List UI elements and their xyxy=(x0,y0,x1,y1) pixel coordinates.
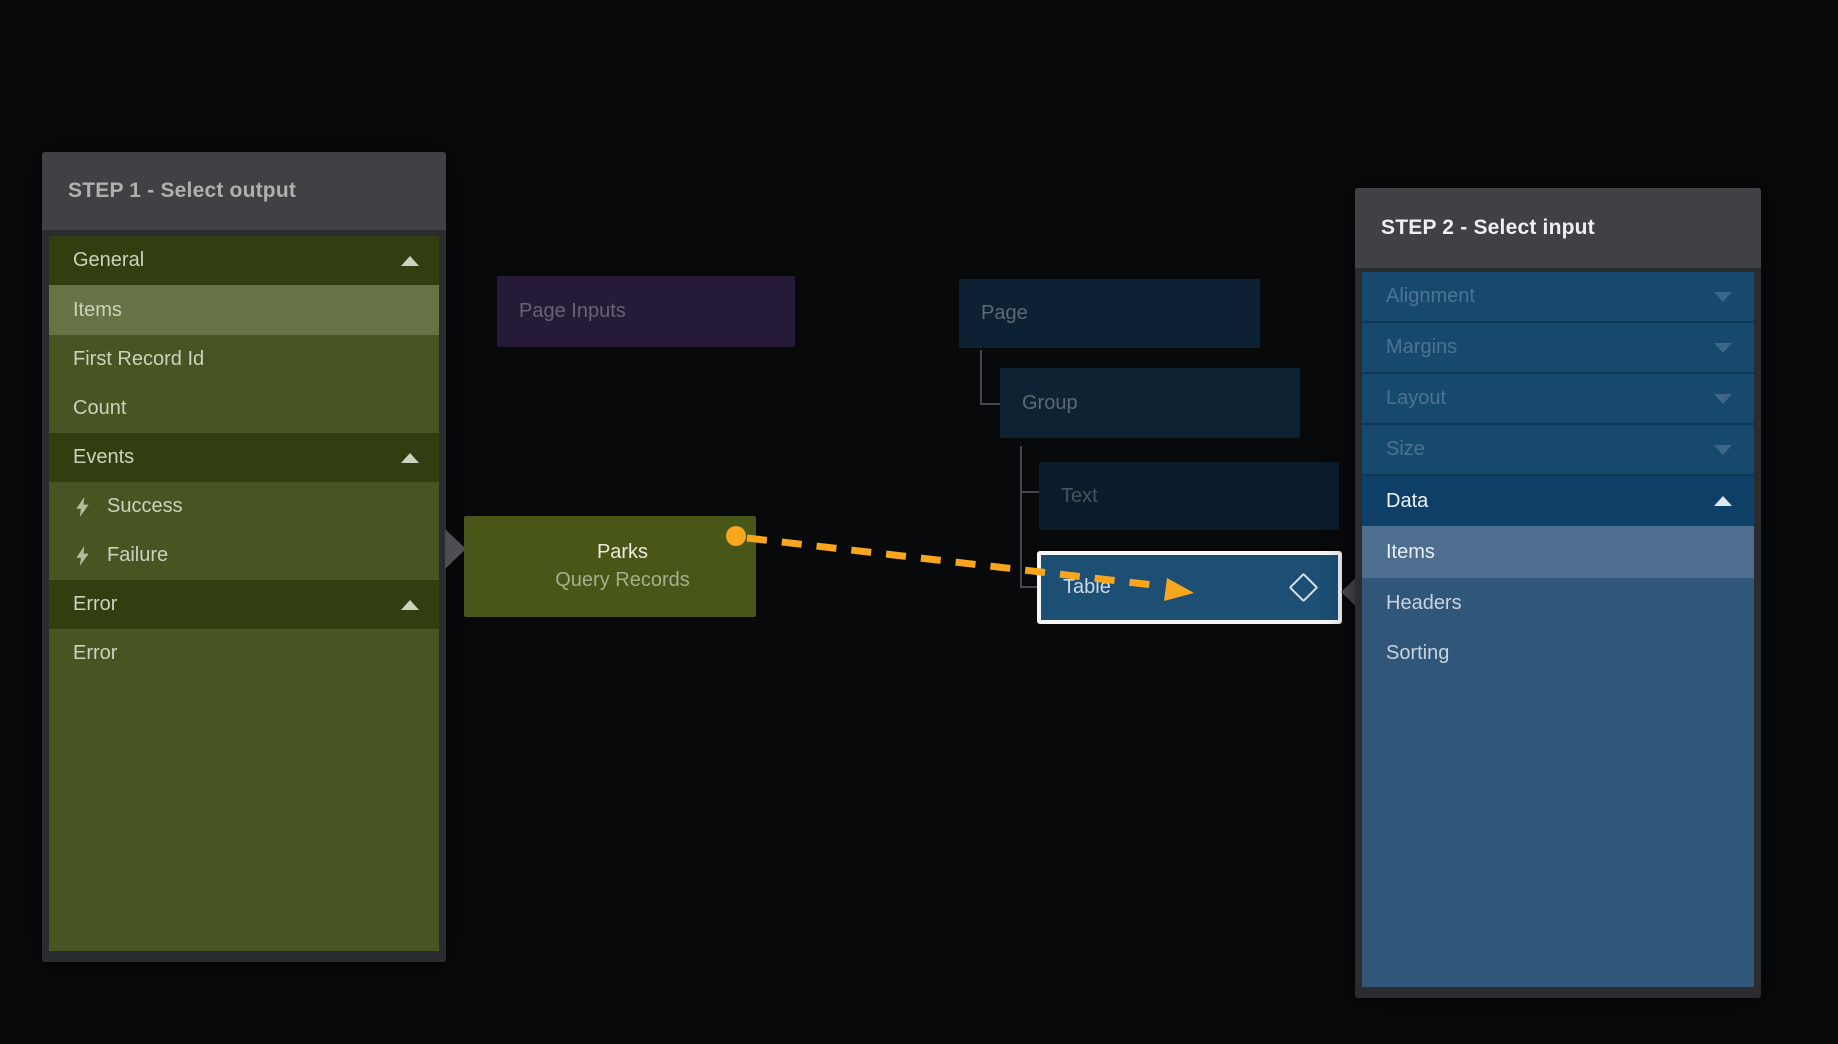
step1-panel: STEP 1 - Select output General Items Fir… xyxy=(42,152,446,962)
source-name: Parks xyxy=(596,541,649,563)
output-section-label: General xyxy=(73,249,145,271)
output-option-label: First Record Id xyxy=(73,348,205,370)
output-section-events[interactable]: Events xyxy=(49,433,439,482)
input-option-label: Headers xyxy=(1386,591,1462,614)
tree-line xyxy=(1020,446,1022,588)
chevron-down-icon xyxy=(1714,291,1732,302)
tree-line xyxy=(1020,586,1037,588)
output-section-label: Events xyxy=(73,446,135,468)
step1-output-list: General Items First Record Id Count Even… xyxy=(49,236,439,951)
output-option-success[interactable]: Success xyxy=(49,482,439,531)
input-option-label: Items xyxy=(1386,540,1435,563)
lightning-icon xyxy=(76,545,89,566)
input-section-alignment[interactable]: Alignment xyxy=(1362,272,1754,323)
output-section-error[interactable]: Error xyxy=(49,580,439,629)
input-option-sorting[interactable]: Sorting xyxy=(1362,628,1754,678)
output-section-label: Error xyxy=(73,593,118,615)
step1-header: STEP 1 - Select output xyxy=(42,152,446,230)
chevron-down-icon xyxy=(1714,393,1732,404)
output-option-label: Count xyxy=(73,397,127,419)
chevron-up-icon xyxy=(401,452,419,463)
step2-input-list: Alignment Margins Layout Size Data Items xyxy=(1362,272,1754,987)
node-label: Table xyxy=(1063,576,1111,598)
chevron-up-icon xyxy=(401,255,419,266)
input-option-headers[interactable]: Headers xyxy=(1362,578,1754,628)
node-label: Page Inputs xyxy=(519,300,626,322)
lightning-icon xyxy=(76,496,89,517)
step2-title: STEP 2 - Select input xyxy=(1381,216,1595,239)
input-section-label: Size xyxy=(1386,438,1425,460)
output-option-label: Success xyxy=(107,495,183,517)
node-parks-query-records[interactable]: Parks Query Records xyxy=(464,516,756,617)
chevron-down-icon xyxy=(1714,342,1732,353)
tree-line xyxy=(1020,491,1039,493)
output-option-first-record-id[interactable]: First Record Id xyxy=(49,335,439,384)
source-action: Query Records xyxy=(555,569,690,591)
output-section-general[interactable]: General xyxy=(49,236,439,285)
node-page[interactable]: Page xyxy=(959,279,1260,348)
step1-title: STEP 1 - Select output xyxy=(68,179,297,202)
input-section-size[interactable]: Size xyxy=(1362,425,1754,476)
node-page-inputs[interactable]: Page Inputs xyxy=(497,276,795,347)
chevron-down-icon xyxy=(1714,444,1732,455)
node-text[interactable]: Text xyxy=(1039,462,1339,530)
input-section-label: Data xyxy=(1386,489,1429,512)
node-label: Text xyxy=(1061,484,1098,507)
output-option-label: Items xyxy=(73,298,122,321)
node-group[interactable]: Group xyxy=(1000,368,1300,438)
tree-line xyxy=(980,403,1000,405)
output-option-label: Error xyxy=(73,642,118,664)
node-label: Group xyxy=(1022,391,1078,414)
output-option-items[interactable]: Items xyxy=(49,285,439,335)
node-label: Page xyxy=(981,302,1028,324)
diamond-icon xyxy=(1288,572,1319,602)
input-section-label: Margins xyxy=(1386,336,1458,358)
tree-line xyxy=(980,350,982,405)
step1-pointer-arrow xyxy=(445,529,466,569)
step2-panel: STEP 2 - Select input Alignment Margins … xyxy=(1355,188,1761,998)
chevron-up-icon xyxy=(1714,496,1732,506)
output-option-failure[interactable]: Failure xyxy=(49,531,439,580)
input-section-label: Alignment xyxy=(1386,285,1475,307)
input-section-layout[interactable]: Layout xyxy=(1362,374,1754,425)
input-option-label: Sorting xyxy=(1386,641,1450,664)
input-section-data[interactable]: Data xyxy=(1362,476,1754,526)
chevron-up-icon xyxy=(401,599,419,610)
input-section-margins[interactable]: Margins xyxy=(1362,323,1754,374)
output-option-count[interactable]: Count xyxy=(49,384,439,433)
output-option-error[interactable]: Error xyxy=(49,629,439,678)
step2-header: STEP 2 - Select input xyxy=(1355,188,1761,268)
input-option-items[interactable]: Items xyxy=(1362,526,1754,578)
node-table-drop-target[interactable]: Table xyxy=(1037,551,1342,624)
output-option-label: Failure xyxy=(107,544,169,566)
input-section-label: Layout xyxy=(1386,387,1447,409)
